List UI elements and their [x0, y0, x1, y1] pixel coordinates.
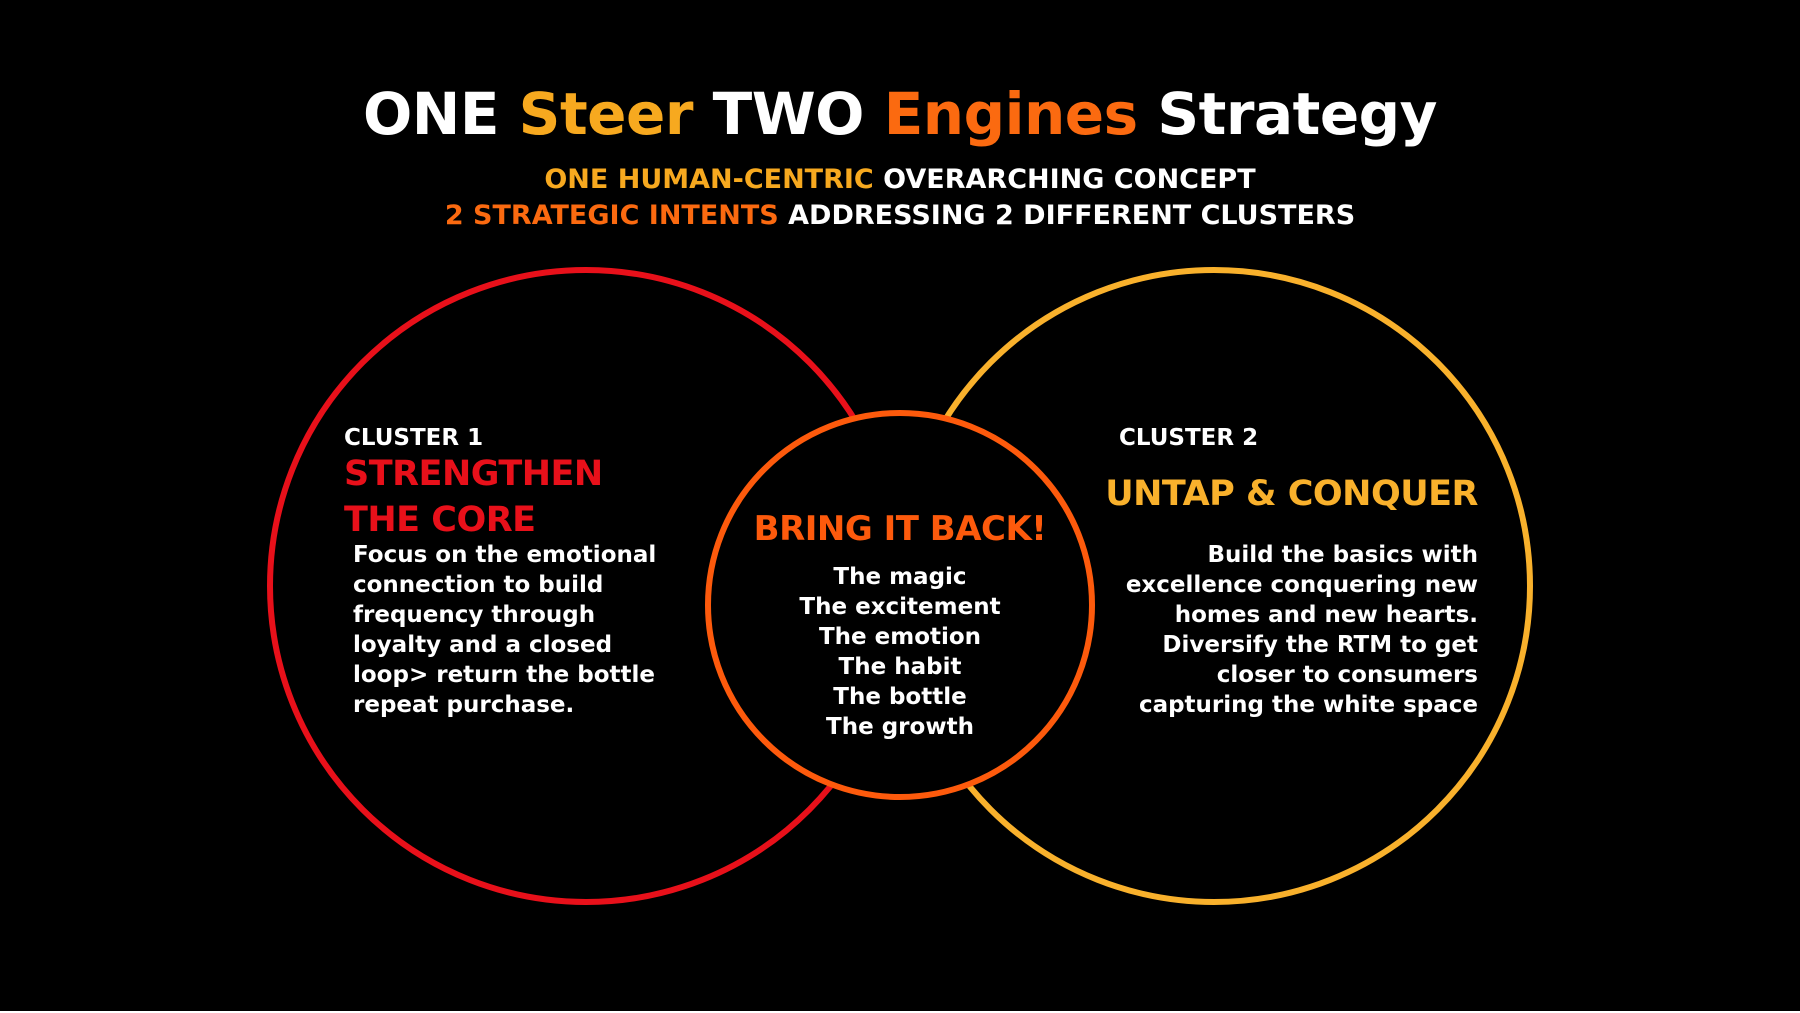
- title-part-steer: Steer: [518, 80, 694, 148]
- cluster-2-body: Build the basics with excellence conquer…: [1098, 540, 1478, 720]
- subtitle-1-highlight: ONE HUMAN-CENTRIC: [544, 164, 874, 195]
- subtitle-2-rest: ADDRESSING 2 DIFFERENT CLUSTERS: [778, 200, 1356, 231]
- title-part-two: TWO: [692, 80, 884, 148]
- cluster-2-body-line: excellence conquering new: [1125, 572, 1478, 598]
- cluster-2-heading: UNTAP & CONQUER: [1105, 474, 1478, 514]
- title-part-strategy: Strategy: [1137, 80, 1437, 148]
- cluster-1-body-line: repeat purchase.: [353, 692, 575, 718]
- cluster-1-heading-line-1: STRENGTHEN: [344, 454, 603, 494]
- center-heading: BRING IT BACK!: [753, 509, 1047, 549]
- cluster-2-body-line: closer to consumers: [1216, 662, 1478, 688]
- center-list-item: The emotion: [818, 624, 982, 650]
- cluster-1-heading: STRENGTHEN THE CORE: [344, 451, 603, 543]
- cluster-2-label: CLUSTER 2: [1119, 425, 1259, 451]
- cluster-1-body-line: connection to build: [353, 572, 604, 598]
- subtitle-line-2: 2 STRATEGIC INTENTS ADDRESSING 2 DIFFERE…: [0, 198, 1800, 234]
- bottom-border: [0, 1011, 1800, 1013]
- center-list-item: The excitement: [799, 594, 1001, 620]
- center-list-item: The bottle: [833, 684, 967, 710]
- cluster-1-body: Focus on the emotional connection to bui…: [353, 540, 673, 720]
- cluster-1-body-line: loyalty and a closed: [353, 632, 613, 658]
- cluster-1-body-line: Focus on the emotional: [353, 542, 657, 568]
- subtitle-1-rest: OVERARCHING CONCEPT: [873, 164, 1256, 195]
- center-list-item: The growth: [826, 714, 974, 740]
- cluster-2-body-line: homes and new hearts.: [1174, 602, 1478, 628]
- center-list: The magic The excitement The emotion The…: [700, 562, 1100, 742]
- cluster-1-body-line: loop> return the bottle: [353, 662, 655, 688]
- cluster-2-body-line: capturing the white space: [1138, 692, 1478, 718]
- title-part-one: ONE: [363, 80, 519, 148]
- cluster-1-heading-line-2: THE CORE: [344, 500, 536, 540]
- subtitle-line-1: ONE HUMAN-CENTRIC OVERARCHING CONCEPT: [0, 162, 1800, 198]
- cluster-2-body-line: Diversify the RTM to get: [1162, 632, 1478, 658]
- center-list-item: The habit: [838, 654, 962, 680]
- center-circle: [705, 410, 1095, 800]
- cluster-1-label: CLUSTER 1: [344, 425, 484, 451]
- page-title: ONE Steer TWO Engines Strategy: [0, 78, 1800, 150]
- center-list-item: The magic: [833, 564, 967, 590]
- subtitle-2-highlight: 2 STRATEGIC INTENTS: [444, 200, 779, 231]
- cluster-1-body-line: frequency through: [353, 602, 596, 628]
- cluster-2-body-line: Build the basics with: [1207, 542, 1478, 568]
- title-part-engines: Engines: [883, 80, 1138, 148]
